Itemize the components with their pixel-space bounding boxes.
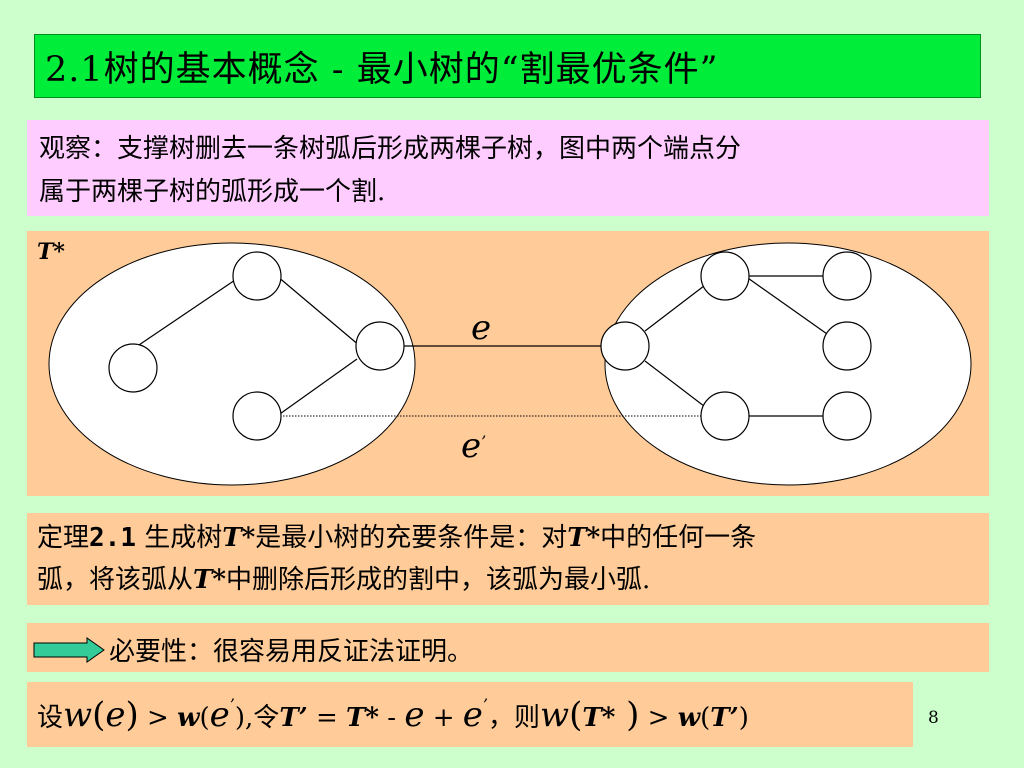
edge-label-e: e bbox=[471, 308, 491, 348]
theorem-text: 定理 bbox=[37, 523, 90, 553]
diagram-canvas: e e’ bbox=[48, 242, 972, 486]
theorem-box: 定理2.1 生成树T*是最小树的充要条件是：对T*中的任何一条 弧，将该弧从T*… bbox=[27, 513, 989, 605]
tree-cut-diagram: e e’ T* bbox=[27, 231, 989, 496]
tree-node bbox=[108, 343, 158, 393]
tree-node bbox=[232, 391, 282, 441]
necessity-text: 必要性：很容易用反证法证明。 bbox=[109, 637, 474, 667]
formula: 设w(e) > w(e’),令T’ = T* - e + e’，则w(T* ) … bbox=[37, 694, 749, 735]
theorem-text: 是最小树的充要条件是：对 bbox=[255, 523, 568, 553]
observation-line-2: 属于两棵子树的弧形成一个割. bbox=[39, 177, 386, 207]
tree-node bbox=[232, 251, 282, 301]
observation-box: 观察：支撑树删去一条树弧后形成两棵子树，图中两个端点分 属于两棵子树的弧形成一个… bbox=[27, 120, 989, 216]
theorem-number: 2.1 bbox=[89, 523, 136, 553]
theorem-text: 生成树 bbox=[135, 523, 223, 553]
theorem-text: 中删除后形成的割中，该弧为最小弧. bbox=[225, 565, 651, 595]
tree-edge bbox=[744, 275, 838, 342]
left-subtree-ellipse bbox=[48, 242, 416, 486]
tree-node bbox=[822, 251, 872, 301]
slide-title: 2.1树的基本概念 - 最小树的“割最优条件” bbox=[34, 34, 981, 98]
theorem-line-1: 定理2.1 生成树T*是最小树的充要条件是：对T*中的任何一条 bbox=[37, 517, 979, 559]
necessity-box: 必要性：很容易用反证法证明。 bbox=[27, 623, 989, 672]
tree-node bbox=[822, 321, 872, 371]
tree-node bbox=[700, 251, 750, 301]
theorem-text: 中的任何一条 bbox=[600, 523, 757, 553]
right-arrow-icon bbox=[33, 637, 105, 663]
formula-box: 设w(e) > w(e’),令T’ = T* - e + e’，则w(T* ) … bbox=[27, 682, 913, 747]
tree-edge bbox=[132, 275, 242, 350]
edge-label-e-prime: e’ bbox=[461, 426, 486, 466]
observation-line-1: 观察：支撑树删去一条树弧后形成两棵子树，图中两个端点分 bbox=[39, 134, 742, 164]
theorem-symbol: T* bbox=[193, 565, 226, 595]
theorem-symbol: T* bbox=[567, 523, 601, 553]
theorem-symbol: T* bbox=[222, 523, 256, 553]
tree-node bbox=[355, 321, 405, 371]
tree-node bbox=[700, 391, 750, 441]
tree-label: T* bbox=[37, 239, 65, 265]
slide-title-text: 2.1树的基本概念 - 最小树的“割最优条件” bbox=[45, 49, 719, 90]
theorem-line-2: 弧，将该弧从T*中删除后形成的割中，该弧为最小弧. bbox=[37, 559, 979, 601]
page-number: 8 bbox=[928, 708, 939, 728]
right-subtree-ellipse bbox=[604, 242, 972, 486]
tree-edge bbox=[276, 358, 358, 417]
tree-node bbox=[600, 321, 650, 371]
tree-node bbox=[822, 391, 872, 441]
tree-edge bbox=[276, 275, 361, 347]
theorem-text: 弧，将该弧从 bbox=[37, 565, 194, 595]
